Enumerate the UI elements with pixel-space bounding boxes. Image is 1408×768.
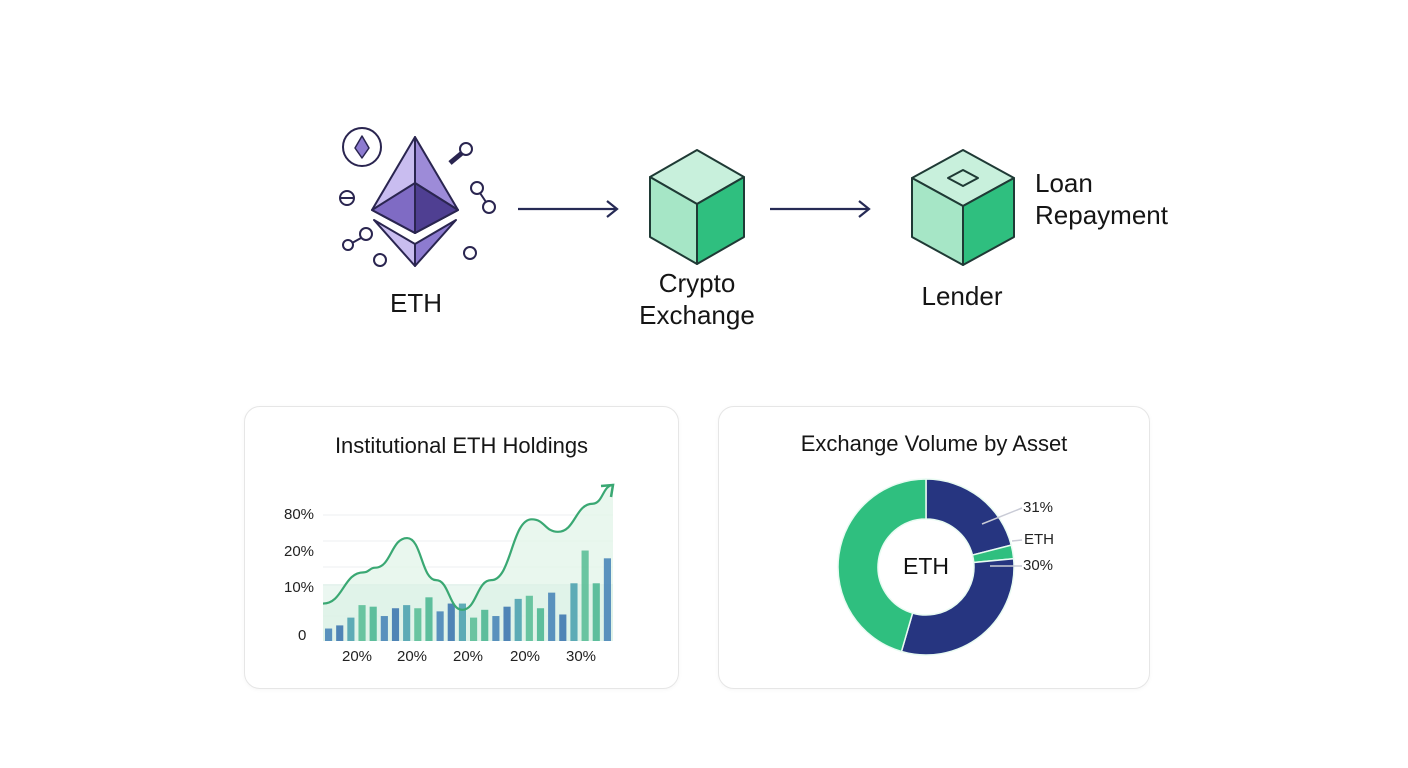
volume-chart-title: Exchange Volume by Asset [800, 431, 1068, 456]
bar [336, 625, 344, 641]
cube-with-square-icon [911, 149, 1015, 266]
bar [525, 595, 533, 641]
holdings-chart [322, 483, 615, 641]
leader-line [981, 507, 1023, 525]
bar [581, 550, 589, 641]
bar [358, 605, 366, 641]
holdings-chart-title: Institutional ETH Holdings [334, 433, 589, 458]
bar [447, 603, 455, 641]
bar [481, 609, 489, 641]
bar [592, 583, 600, 641]
trend-line [322, 483, 614, 611]
bar [570, 583, 578, 641]
slice-label: 30% [1023, 557, 1054, 574]
bar [391, 608, 400, 641]
leader-line [1011, 539, 1023, 542]
y-tick-label: 0 [298, 627, 307, 644]
x-tick-label: 20% [342, 648, 373, 665]
arrow-icon [518, 200, 871, 218]
bar [325, 628, 333, 641]
x-tick-label: 20% [453, 648, 484, 665]
bar [559, 614, 567, 641]
bar [470, 617, 478, 641]
eth-label: ETH [390, 288, 442, 318]
x-tick-label: 20% [397, 648, 428, 665]
x-tick-label: 30% [566, 648, 597, 665]
donut-slice [900, 557, 1015, 656]
y-tick-label: 80% [284, 506, 315, 523]
bar [503, 606, 511, 641]
bar [603, 558, 611, 641]
trend-arrow-head [600, 483, 615, 498]
y-tick-label: 20% [284, 543, 315, 560]
donut-center-label: ETH [903, 553, 949, 579]
donut-slice [837, 478, 927, 653]
label-line: Crypto [658, 268, 736, 298]
bar [514, 598, 522, 641]
label-line: Exchange [639, 300, 755, 330]
lender-label: Lender [921, 281, 1003, 311]
label-line: Loan [1035, 168, 1093, 198]
bar [347, 617, 355, 641]
cube-icon [649, 149, 745, 265]
flow-diagram [339, 127, 1015, 267]
crypto-exchange-label: Crypto Exchange [617, 267, 777, 331]
bar [414, 608, 422, 641]
volume-donut-chart [837, 478, 1023, 656]
y-tick-label: 10% [284, 579, 315, 596]
bar [380, 616, 388, 641]
bar [403, 605, 411, 641]
bar [536, 608, 545, 641]
bar [548, 592, 556, 641]
slice-label: ETH [1024, 531, 1054, 548]
bar [369, 606, 377, 641]
slice-label: 31% [1023, 499, 1054, 516]
loan-repayment-label: Loan Repayment [1035, 167, 1168, 231]
bar [436, 611, 444, 641]
bar [492, 616, 500, 641]
band [323, 584, 613, 641]
bar [458, 603, 466, 641]
bar [425, 597, 433, 641]
x-tick-label: 20% [510, 648, 541, 665]
ethereum-icon [339, 127, 496, 267]
label-line: Repayment [1035, 200, 1168, 230]
